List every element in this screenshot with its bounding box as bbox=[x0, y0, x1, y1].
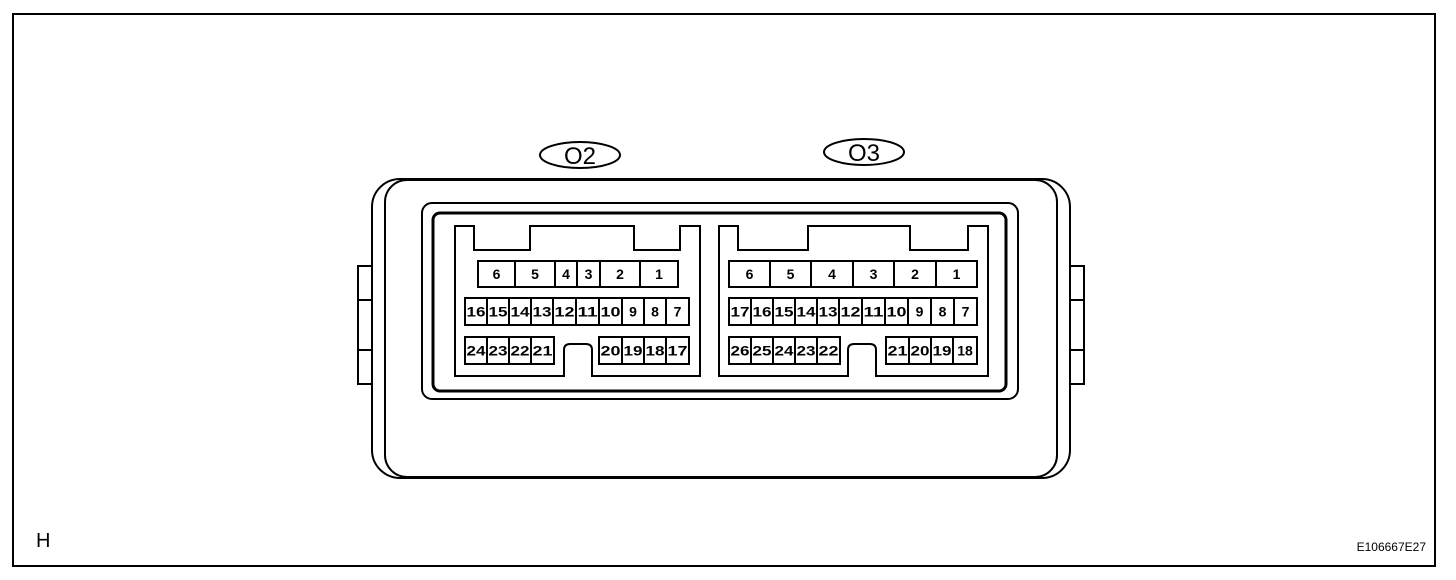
pin-number: 22 bbox=[511, 343, 530, 359]
pin-number: 11 bbox=[864, 304, 884, 320]
pin-number: 17 bbox=[668, 343, 688, 359]
pin-cell bbox=[953, 297, 978, 326]
pin-number: 24 bbox=[775, 343, 794, 359]
pin-number: 25 bbox=[753, 343, 772, 359]
connector-face-outer bbox=[421, 202, 1019, 400]
pin-number: 1 bbox=[953, 266, 961, 282]
pin-number: 10 bbox=[601, 304, 621, 320]
pin-number: 5 bbox=[531, 266, 539, 282]
connector-housing-inner bbox=[384, 179, 1058, 478]
pin-cell bbox=[639, 260, 679, 288]
right-mount-tab bbox=[1069, 265, 1085, 385]
pin-number: 8 bbox=[939, 304, 947, 320]
pin-number: 23 bbox=[797, 343, 816, 359]
pin-number: 5 bbox=[787, 266, 795, 282]
pin-number: 8 bbox=[651, 304, 659, 320]
o2-cavity-outline bbox=[454, 225, 701, 377]
pin-number: 12 bbox=[555, 304, 575, 320]
pin-cell bbox=[935, 260, 978, 288]
pin-cell bbox=[816, 336, 841, 365]
pin-number: 1 bbox=[655, 266, 663, 282]
pin-number: 7 bbox=[962, 304, 970, 320]
pin-number: 4 bbox=[828, 266, 836, 282]
pin-cell bbox=[599, 260, 641, 288]
pin-cell bbox=[530, 336, 555, 365]
pin-number: 16 bbox=[467, 304, 486, 320]
o2-connector-label: O2 bbox=[564, 143, 596, 170]
pin-number: 19 bbox=[933, 343, 952, 359]
pin-number: 14 bbox=[511, 304, 530, 320]
pin-number: 13 bbox=[533, 304, 552, 320]
pin-cell bbox=[952, 336, 978, 365]
pin-number: 3 bbox=[585, 266, 593, 282]
pin-number: 9 bbox=[629, 304, 637, 320]
pin-number: 18 bbox=[646, 343, 665, 359]
pin-cell bbox=[665, 336, 690, 365]
pin-number: 14 bbox=[797, 304, 816, 320]
pin-number: 21 bbox=[533, 343, 553, 359]
pin-number: 20 bbox=[911, 343, 930, 359]
pin-number: 15 bbox=[489, 304, 508, 320]
pin-number: 11 bbox=[578, 304, 598, 320]
pin-number: 21 bbox=[888, 343, 908, 359]
pin-number: 4 bbox=[562, 266, 570, 282]
pin-number: 3 bbox=[870, 266, 878, 282]
connector-housing-outer bbox=[371, 178, 1071, 479]
diagram-frame bbox=[12, 13, 1436, 567]
pin-cell bbox=[665, 297, 690, 326]
pin-number: 22 bbox=[819, 343, 839, 359]
pin-number: 7 bbox=[674, 304, 682, 320]
pin-number: 10 bbox=[887, 304, 907, 320]
o3-cavity-outline bbox=[718, 225, 989, 377]
pin-number: 20 bbox=[601, 343, 621, 359]
pin-number: 16 bbox=[753, 304, 772, 320]
connector-face-inner bbox=[431, 211, 1008, 393]
pin-number: 12 bbox=[841, 304, 861, 320]
pin-number: 9 bbox=[916, 304, 924, 320]
pin-number: 13 bbox=[819, 304, 838, 320]
pin-number: 17 bbox=[731, 304, 750, 320]
reference-code: E106667E27 bbox=[1356, 540, 1426, 554]
pin-number: 26 bbox=[731, 343, 750, 359]
pin-number: 24 bbox=[467, 343, 486, 359]
left-mount-tab bbox=[357, 265, 373, 385]
pin-number: 23 bbox=[489, 343, 508, 359]
pin-number: 6 bbox=[493, 266, 501, 282]
pin-number: 19 bbox=[624, 343, 643, 359]
corner-label: H bbox=[36, 530, 51, 552]
pin-number: 2 bbox=[911, 266, 919, 282]
pin-number: 18 bbox=[957, 343, 973, 359]
pin-number: 15 bbox=[775, 304, 794, 320]
pin-number: 2 bbox=[616, 266, 624, 282]
o3-label-ellipse bbox=[823, 138, 905, 166]
o3-connector-label: O3 bbox=[848, 140, 880, 167]
pin-number: 6 bbox=[746, 266, 754, 282]
o2-label-ellipse bbox=[539, 141, 621, 169]
